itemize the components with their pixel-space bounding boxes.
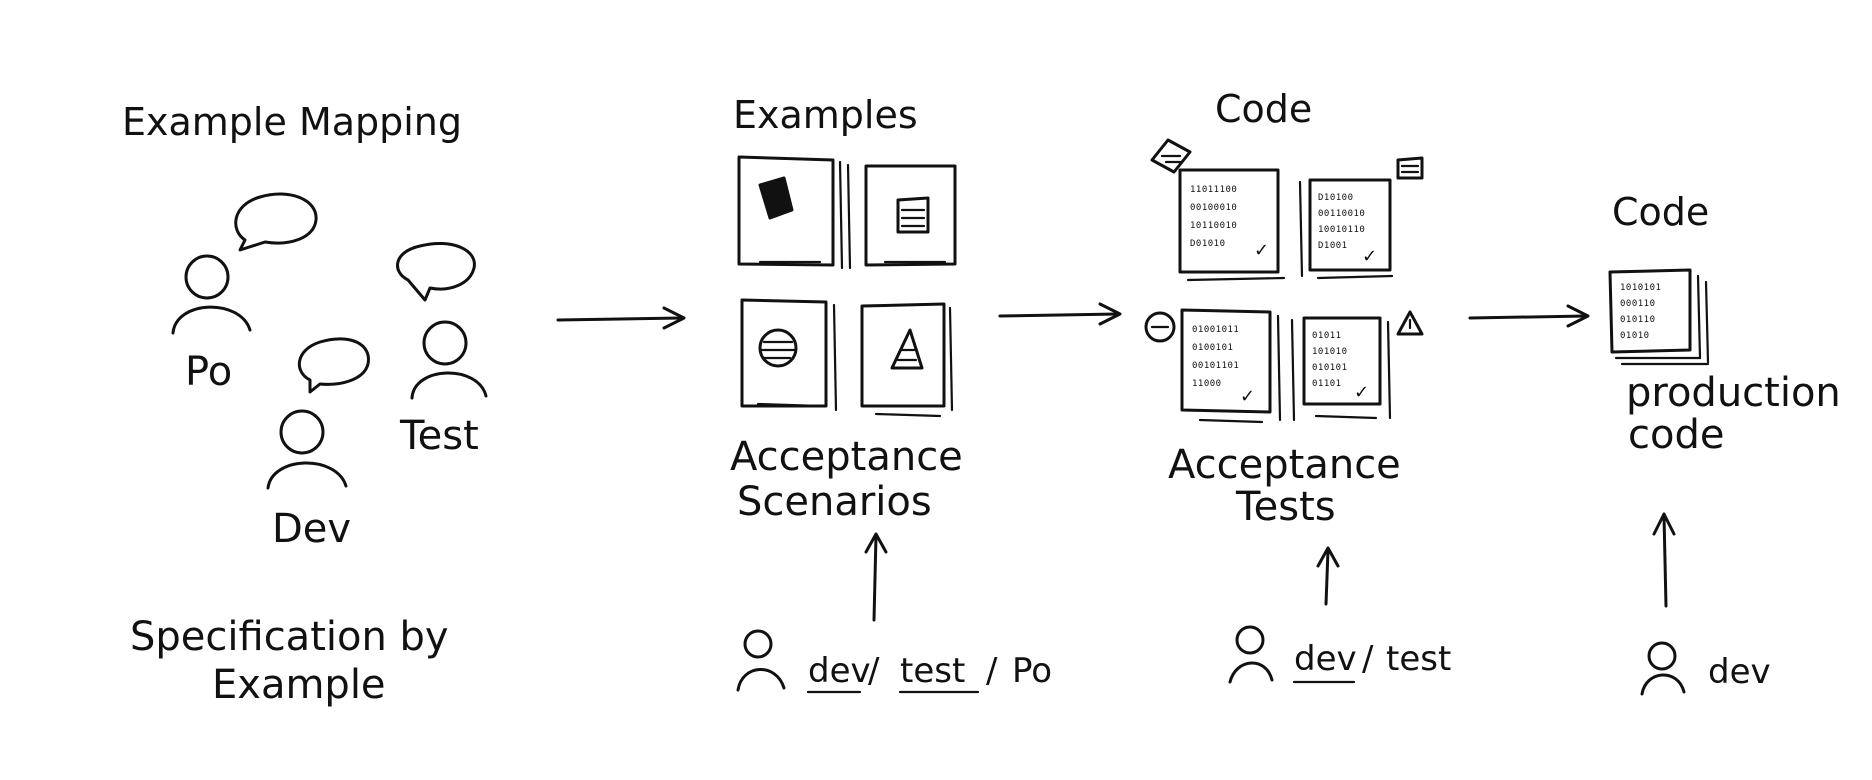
binary-line: 1010101 (1620, 283, 1661, 293)
example-card (846, 163, 957, 270)
actor-dev-label: dev (808, 651, 871, 691)
specification-line2: Example (212, 662, 386, 708)
test-document: 11011100 00100010 10110010 D01010 ✓ (1178, 168, 1286, 282)
examples-title: Examples (733, 93, 918, 137)
arrow-up-icon (1316, 546, 1340, 606)
binary-line: 01010 (1620, 331, 1650, 341)
binary-line: 01001011 (1192, 325, 1239, 335)
arrow-right-icon (1468, 304, 1590, 328)
check-icon: ✓ (1362, 246, 1377, 267)
binary-line: 01011 (1312, 331, 1342, 341)
binary-line: 11011100 (1190, 185, 1237, 195)
person-small-icon (736, 629, 786, 692)
binary-line: 010101 (1312, 363, 1348, 373)
actor-separator: / (868, 651, 880, 691)
production-code-line1: production (1626, 370, 1841, 416)
arrow-up-icon (1652, 512, 1676, 608)
note-icon (1396, 156, 1424, 180)
binary-line: D01010 (1190, 239, 1226, 249)
role-test-label: Test (399, 413, 479, 459)
person-test-icon (410, 320, 488, 400)
binary-line: 10110010 (1190, 221, 1237, 231)
binary-line: D10100 (1318, 193, 1354, 203)
test-document: 01001011 0100101 00101101 11000 ✓ (1180, 308, 1282, 424)
production-code-stack: 1010101 000110 010110 01010 (1608, 268, 1710, 366)
example-card (740, 298, 838, 412)
production-code-line2: code (1628, 412, 1724, 458)
speech-bubble-icon (234, 192, 318, 252)
person-small-icon (1228, 625, 1274, 684)
test-document: D10100 00110010 10010110 D1001 ✓ (1298, 178, 1394, 280)
speech-bubble-icon (396, 241, 476, 302)
person-po-icon (171, 254, 252, 335)
actor-test-label: test (900, 651, 965, 691)
binary-line: 101010 (1312, 347, 1348, 357)
arrow-right-icon (556, 306, 686, 330)
binary-line: 10010110 (1318, 225, 1365, 235)
actor-po-label: Po (1012, 651, 1052, 691)
binary-line: D1001 (1318, 241, 1348, 251)
production-code-title: Code (1612, 190, 1709, 234)
code-title: Code (1215, 87, 1312, 131)
person-small-icon (1640, 641, 1686, 696)
section-example-mapping: Example Mapping Po Test Dev Specificatio… (122, 100, 488, 708)
arrow-up-icon (864, 532, 888, 622)
binary-line: 00110010 (1318, 209, 1365, 219)
section-acceptance-tests: Code 11011100 00100010 10110010 D01010 ✓ (1144, 87, 1451, 684)
check-icon: ✓ (1254, 240, 1269, 261)
acceptance-tests-line1: Acceptance (1168, 442, 1401, 488)
specification-line1: Specification by (130, 614, 449, 660)
example-mapping-title: Example Mapping (122, 100, 462, 144)
example-card (737, 155, 844, 270)
example-card (860, 302, 954, 418)
binary-line: 00101101 (1192, 361, 1239, 371)
flag-icon (1150, 138, 1192, 174)
binary-line: 00100010 (1190, 203, 1237, 213)
role-dev-label: Dev (272, 506, 351, 552)
arrow-right-icon (998, 302, 1122, 326)
actors-dev-test: dev / test (1292, 639, 1451, 684)
no-entry-icon (1144, 311, 1176, 343)
check-icon: ✓ (1354, 382, 1369, 403)
warning-icon (1396, 310, 1424, 336)
speech-bubble-icon (297, 337, 370, 394)
binary-line: 000110 (1620, 299, 1656, 309)
person-dev-icon (266, 409, 348, 490)
binary-line: 01101 (1312, 379, 1342, 389)
test-document: 01011 101010 010101 01101 ✓ (1290, 316, 1392, 422)
acceptance-scenarios-line2: Scenarios (737, 479, 932, 525)
section-examples: Examples (730, 93, 1052, 694)
binary-line: 010110 (1620, 315, 1656, 325)
binary-line: 11000 (1192, 379, 1222, 389)
binary-line: 0100101 (1192, 343, 1233, 353)
role-po-label: Po (185, 349, 232, 395)
actor-dev-label: dev (1708, 652, 1771, 692)
actor-separator: / (1362, 639, 1374, 679)
check-icon: ✓ (1240, 386, 1255, 407)
acceptance-tests-line2: Tests (1235, 484, 1336, 530)
actors-dev-test-po: dev / test / Po (806, 651, 1052, 694)
actor-dev-label: dev (1294, 639, 1357, 679)
actor-separator: / (986, 651, 998, 691)
section-production-code: Code 1010101 000110 010110 01010 product… (1608, 190, 1841, 696)
actor-test-label: test (1386, 639, 1451, 679)
acceptance-scenarios-line1: Acceptance (730, 434, 963, 480)
